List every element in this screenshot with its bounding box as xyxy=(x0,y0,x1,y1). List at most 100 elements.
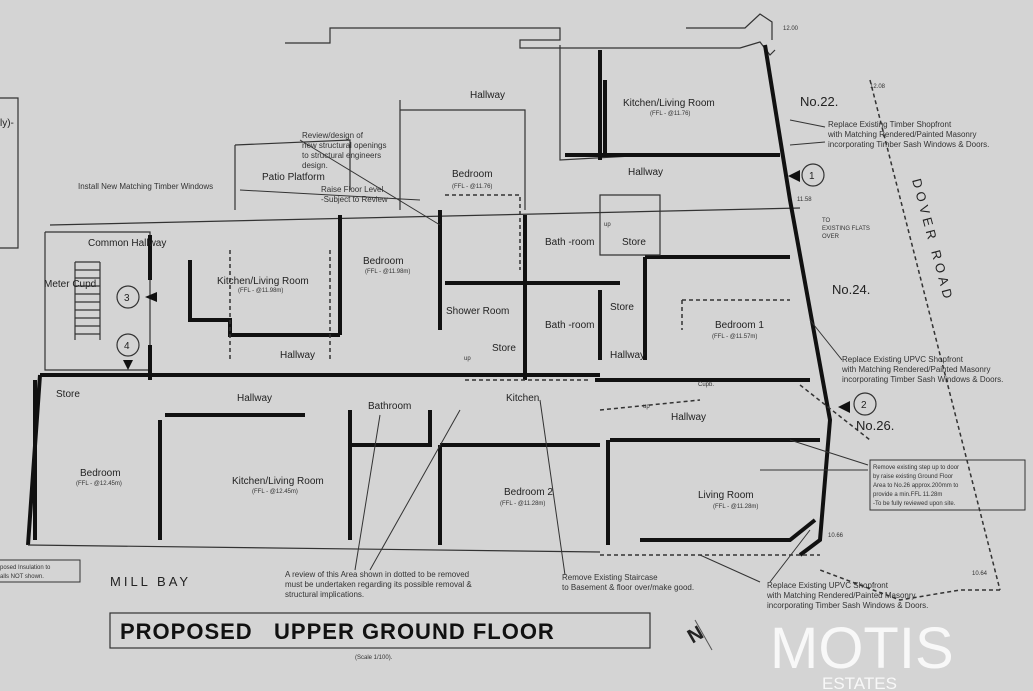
note-staircase: Remove Existing Staircase xyxy=(562,573,658,582)
room-label: Hallway xyxy=(280,350,315,361)
room-label: Hallway xyxy=(610,350,645,361)
note-to-flats: TO xyxy=(822,218,831,224)
room-label: Store xyxy=(610,302,634,313)
room-ffl: (FFL - @11.28m) xyxy=(500,501,545,507)
room-label: Hallway xyxy=(470,90,505,101)
plan-scale: (Scale 1/100). xyxy=(355,655,393,661)
entrance-markers: 1 2 3 4 xyxy=(116,163,877,416)
note-shopfront-24: incorporating Timber Sash Windows & Door… xyxy=(842,375,1003,384)
street-dover-road: DOVER ROAD xyxy=(909,177,956,304)
dotted-removal-lines xyxy=(229,79,1001,601)
walls xyxy=(0,13,833,557)
room-ffl: (FFL - @11.28m) xyxy=(713,504,758,510)
room-ffl: (FFL - @11.98m) xyxy=(365,269,410,275)
room-label: Shower Room xyxy=(446,306,509,317)
entrance-4: 4 xyxy=(124,341,130,352)
room-ffl: (FFL - @12.45m) xyxy=(252,489,298,495)
note-raise-floor: -Subject to Review xyxy=(321,195,388,204)
note-up: up xyxy=(464,356,471,362)
note-structural: Review/design of xyxy=(302,131,364,140)
entrance-1: 1 xyxy=(809,171,815,182)
room-label: Hallway xyxy=(671,412,706,423)
level: 12.08 xyxy=(870,84,886,90)
note-insulation: posed Insulation to xyxy=(0,565,51,571)
room-label: Hallway xyxy=(237,393,272,404)
level: 12.00 xyxy=(783,26,799,32)
note-review: A review of this Area shown in dotted to… xyxy=(285,570,469,579)
room-label: Hallway xyxy=(628,167,663,178)
room-label: Bedroom 2 xyxy=(504,487,553,498)
staircase xyxy=(74,261,101,340)
watermark-logo: MOTIS xyxy=(770,616,954,681)
room-label: Meter Cupd xyxy=(44,279,96,290)
room-label: Bath -room xyxy=(545,237,594,248)
note-up: up xyxy=(604,222,611,228)
title-box xyxy=(109,612,651,649)
room-label: Kitchen/Living Room xyxy=(217,276,309,287)
room-label: Common Hallway xyxy=(88,238,166,249)
note-review: must be undertaken regarding its possibl… xyxy=(285,580,472,589)
note-shopfront-26: with Matching Rendered/Painted Masonry xyxy=(766,591,916,600)
note-structural: to structural engineers xyxy=(302,151,381,160)
plan-title: PROPOSED UPPER GROUND FLOOR xyxy=(120,619,555,644)
leader-lines xyxy=(239,119,869,583)
note-step: by raise existing Ground Floor xyxy=(873,474,953,480)
note-box-step xyxy=(869,459,1026,511)
note-shopfront-22: incorporating Timber Sash Windows & Door… xyxy=(828,140,989,149)
room-label: Store xyxy=(622,237,646,248)
entrance-3-circle xyxy=(116,285,140,309)
note-raise-floor: Raise Floor Level xyxy=(321,185,383,194)
entrance-2-circle xyxy=(853,392,877,416)
note-step: Remove existing step up to door xyxy=(873,465,959,471)
note-shopfront-22: with Matching Rendered/Painted Masonry xyxy=(827,130,977,139)
note-windows: Install New Matching Timber Windows xyxy=(78,182,213,191)
room-label: Living Room xyxy=(698,490,754,501)
note-up: up xyxy=(643,404,650,410)
room-label: Bedroom xyxy=(80,468,121,479)
entrance-3: 3 xyxy=(124,293,130,304)
cropped-label: ly)- xyxy=(0,118,14,129)
note-step: Area to No.26 approx.200mm to xyxy=(873,483,959,489)
room-label: Kitchen xyxy=(506,393,539,404)
note-shopfront-22: Replace Existing Timber Shopfront xyxy=(828,120,952,129)
room-label: Store xyxy=(492,343,516,354)
entrance-2: 2 xyxy=(861,400,867,411)
room-label: Store xyxy=(56,389,80,400)
address-no-26: No.26. xyxy=(856,418,894,433)
note-structural: new structural openings xyxy=(302,141,387,150)
entrance-4-circle xyxy=(116,333,140,357)
note-insulation: alls NOT shown. xyxy=(0,574,44,580)
watermark-subtitle: ESTATES xyxy=(822,674,897,691)
entrance-1-circle xyxy=(801,163,825,187)
address-no-24: No.24. xyxy=(832,282,870,297)
street-mill-bay: MILL BAY xyxy=(110,574,191,589)
room-ffl: (FFL - @11.98m) xyxy=(238,288,283,294)
room-label: Cupb. xyxy=(698,382,714,388)
address-no-22: No.22. xyxy=(800,94,838,109)
room-ffl: (FFL - @11.57m) xyxy=(712,334,757,340)
annotations: Review/design of new structural openings… xyxy=(0,120,1003,610)
note-to-flats: OVER xyxy=(822,234,840,240)
note-step: -To be fully reviewed upon site. xyxy=(873,501,956,507)
room-label: Bathroom xyxy=(368,401,411,412)
room-label: Bedroom xyxy=(452,169,493,180)
room-label: Patio Platform xyxy=(262,172,325,183)
note-staircase: to Basement & floor over/make good. xyxy=(562,583,694,592)
level: 11.58 xyxy=(797,197,812,203)
note-shopfront-24: Replace Existing UPVC Shopfront xyxy=(842,355,964,364)
room-label: Kitchen/Living Room xyxy=(623,98,715,109)
note-box-insulation xyxy=(0,559,81,583)
north-arrow-icon: N xyxy=(684,619,713,651)
room-label: Bath -room xyxy=(545,320,594,331)
room-label: Kitchen/Living Room xyxy=(232,476,324,487)
room-labels: Hallway Kitchen/Living Room (FFL - @11.7… xyxy=(44,90,764,510)
room-ffl: (FFL - @11.76) xyxy=(452,184,492,190)
note-shopfront-26: Replace Existing UPVC Shopfront xyxy=(767,581,889,590)
room-ffl: (FFL - @11.76) xyxy=(650,111,690,117)
note-review: structural implications. xyxy=(285,590,364,599)
room-ffl: (FFL - @12.45m) xyxy=(76,481,122,487)
note-shopfront-26: incorporating Timber Sash Windows & Door… xyxy=(767,601,928,610)
room-label: Bedroom xyxy=(363,256,404,267)
